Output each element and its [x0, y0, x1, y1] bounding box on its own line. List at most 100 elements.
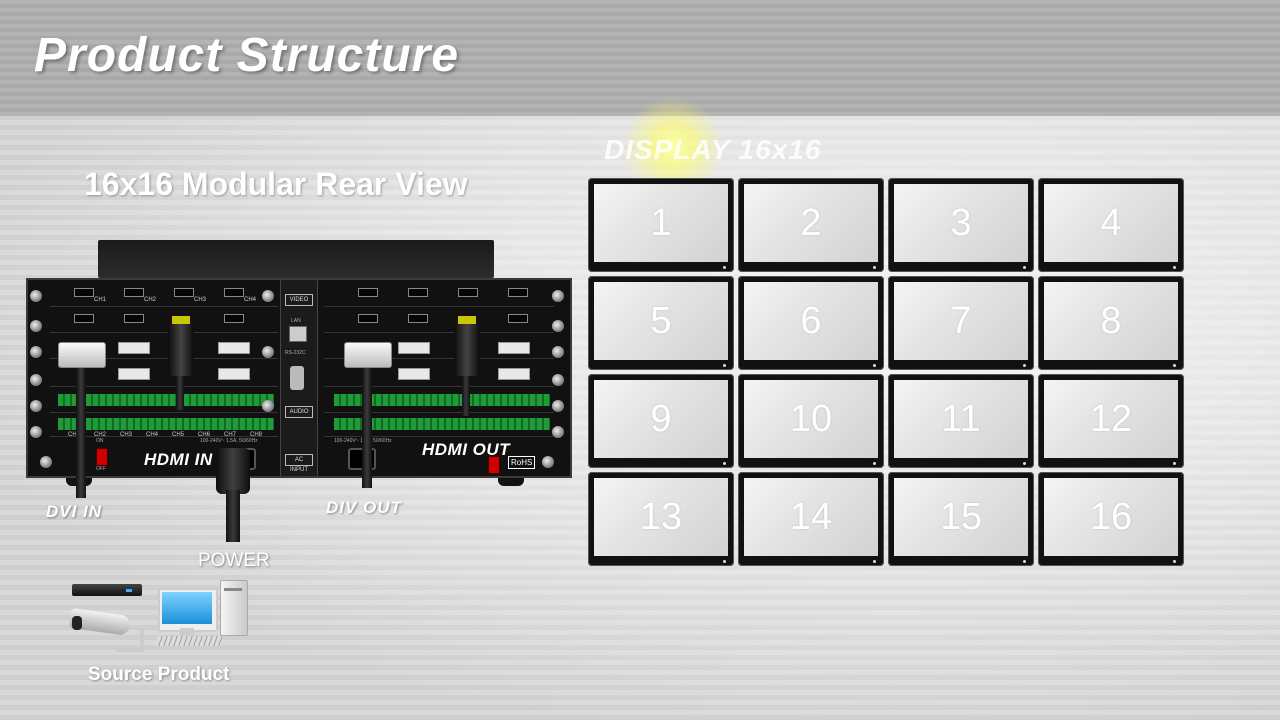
screw	[30, 320, 42, 332]
panel-led	[1173, 266, 1176, 269]
device-top	[98, 240, 494, 278]
rohs-mark: RoHS	[508, 456, 536, 469]
output-card-right-1	[324, 284, 554, 307]
panel-number: 16	[1044, 478, 1178, 556]
screw	[542, 456, 554, 468]
channel-label: CH3	[194, 297, 207, 303]
audio-terminal-block	[58, 394, 274, 406]
power-plug	[216, 448, 250, 494]
power-label: POWER	[198, 550, 270, 571]
rear-view-title: 16x16 Modular Rear View	[84, 166, 468, 202]
audio-channel-label: CH4	[146, 432, 159, 438]
panel-number: 11	[894, 380, 1028, 458]
panel-number: 13	[594, 478, 728, 556]
div-out-label: DIV OUT	[326, 498, 402, 517]
audio-channel-label: CH3	[120, 432, 133, 438]
dvd-player-icon	[72, 584, 142, 596]
display-panel: 16	[1038, 472, 1184, 566]
panel-led	[873, 560, 876, 563]
screw	[30, 426, 42, 438]
hdmi-port	[508, 314, 528, 323]
panel-number: 7	[894, 282, 1028, 360]
audio-channel-label: CH7	[224, 432, 237, 438]
pc-drive-slot-icon	[224, 588, 242, 591]
power-switch[interactable]	[96, 448, 108, 466]
panel-number: 3	[894, 184, 1028, 262]
dvi-port	[398, 368, 430, 380]
output-card-left-2	[50, 310, 278, 333]
display-panel: 11	[888, 374, 1034, 468]
panel-led	[1173, 364, 1176, 367]
panel-number: 6	[744, 282, 878, 360]
audio-card-right-2	[324, 414, 554, 437]
input-card-right-1	[324, 336, 554, 359]
hdmi-out-cable	[462, 360, 470, 416]
dvi-port	[118, 342, 150, 354]
display-panel: 15	[888, 472, 1034, 566]
display-panel: 1	[588, 178, 734, 272]
page-title: Product Structure	[34, 29, 460, 82]
audio-terminal-block	[58, 418, 274, 430]
control-panel: VIDEO LAN RS-232C AUDIO AC INPUT	[280, 280, 318, 476]
display-panel: 2	[738, 178, 884, 272]
dvi-port	[218, 342, 250, 354]
audio-channel-label: CH8	[250, 432, 263, 438]
audio-channel-label: CH5	[172, 432, 185, 438]
screw	[552, 290, 564, 302]
dvd-light-icon	[126, 589, 132, 592]
audio-card-right-1	[324, 390, 554, 413]
display-panel: 6	[738, 276, 884, 370]
display-panel: 4	[1038, 178, 1184, 272]
power-switch-right[interactable]	[488, 456, 500, 474]
display-panel: 8	[1038, 276, 1184, 370]
hdmi-out-tip	[458, 316, 476, 324]
output-card-right-2	[324, 310, 554, 333]
hdmi-port	[358, 314, 378, 323]
panel-led	[1023, 364, 1026, 367]
audio-channel-label: CH1	[68, 432, 81, 438]
panel-led	[1023, 462, 1026, 465]
display-panel: 13	[588, 472, 734, 566]
display-panel: 10	[738, 374, 884, 468]
input-card-right-2	[324, 364, 554, 387]
audio-label: AUDIO	[285, 406, 313, 418]
panel-number: 1	[594, 184, 728, 262]
display-panel: 7	[888, 276, 1034, 370]
hdmi-out-label: HDMI OUT	[422, 440, 511, 459]
audio-card-left-1	[50, 390, 278, 413]
screw	[262, 290, 274, 302]
screw	[552, 320, 564, 332]
video-label: VIDEO	[285, 294, 313, 306]
panel-number: 5	[594, 282, 728, 360]
screw	[30, 346, 42, 358]
panel-led	[723, 266, 726, 269]
audio-card-left-2	[50, 414, 278, 437]
lan-port	[289, 326, 307, 342]
source-product-label: Source Product	[88, 664, 230, 685]
hdmi-port	[74, 314, 94, 323]
power-rating-label: 100-240V~ 1.5A, 50/60Hz	[200, 438, 258, 444]
panel-led	[873, 462, 876, 465]
audio-channel-label: CH6	[198, 432, 211, 438]
audio-terminal-block	[334, 418, 550, 430]
display-panel: 14	[738, 472, 884, 566]
dvi-port	[498, 342, 530, 354]
dvi-in-plug	[58, 342, 106, 368]
channel-label: CH4	[244, 297, 257, 303]
audio-channel-label: CH2	[94, 432, 107, 438]
dvi-out-plug	[344, 342, 392, 368]
camera-lens-icon	[72, 616, 82, 630]
panel-number: 15	[894, 478, 1028, 556]
ac-input-label: AC INPUT	[285, 454, 313, 473]
audio-terminal-block	[334, 394, 550, 406]
screw	[552, 346, 564, 358]
screw	[552, 426, 564, 438]
hdmi-out-plug	[454, 320, 480, 376]
dvi-out-cable	[362, 360, 372, 488]
hdmi-port	[224, 288, 244, 297]
screw	[552, 374, 564, 386]
hdmi-port	[408, 288, 428, 297]
panel-led	[723, 364, 726, 367]
display-panel: 3	[888, 178, 1034, 272]
panel-number: 8	[1044, 282, 1178, 360]
